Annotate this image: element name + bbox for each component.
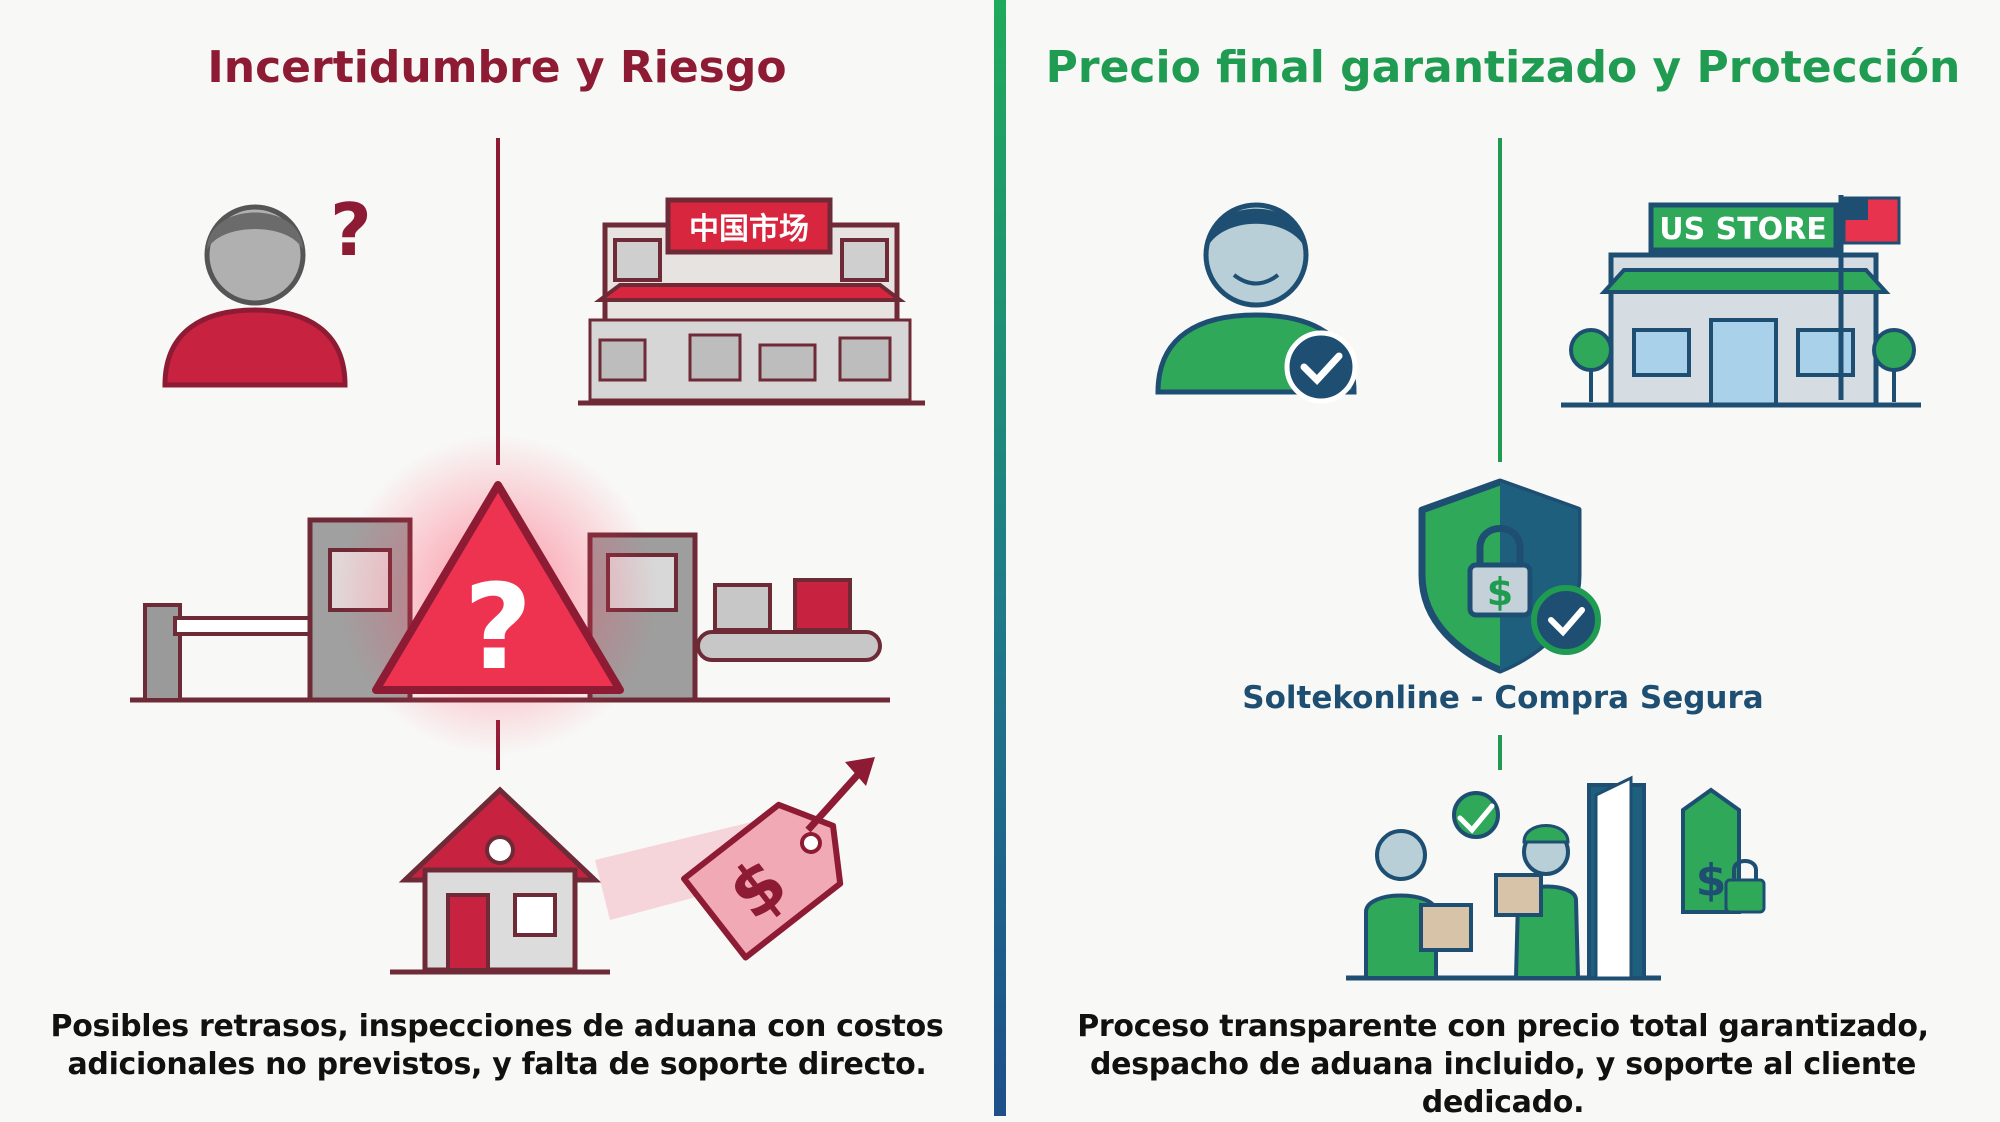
risk-panel: Incertidumbre y Riesgo ? 中国市场 <box>0 0 994 1116</box>
us-store-icon: US STORE <box>1561 195 1921 408</box>
svg-text:$: $ <box>1696 855 1727 906</box>
china-market-store-icon: 中国市场 <box>578 197 925 406</box>
protection-panel: Precio final garantizado y Protección US… <box>1006 0 2000 1120</box>
protection-title: Precio final garantizado y Protección <box>1045 42 1961 93</box>
protection-illustration: US STORE $ <box>1155 138 1921 981</box>
us-store-sign: US STORE <box>1659 212 1827 247</box>
svg-text:?: ? <box>464 558 532 696</box>
risk-caption: Posibles retrasos, inspecciones de aduan… <box>0 1008 994 1084</box>
protection-caption: Proceso transparente con precio total ga… <box>1006 1008 2000 1122</box>
risk-caption-line: adicionales no previstos, y falta de sop… <box>67 1047 927 1082</box>
warning-icon: ? <box>338 435 658 755</box>
confused-user-icon: ? <box>162 188 372 388</box>
secure-shield-icon: $ <box>1418 478 1601 674</box>
happy-user-icon <box>1155 202 1358 404</box>
secure-purchase-label: Soltekonline - Compra Segura <box>1242 680 1764 716</box>
risk-title: Incertidumbre y Riesgo <box>207 42 787 93</box>
svg-text:?: ? <box>330 188 372 272</box>
delivery-icon: $ <box>1346 775 1766 981</box>
risk-caption-line: Posibles retrasos, inspecciones de aduan… <box>50 1009 944 1044</box>
svg-text:$: $ <box>1487 570 1513 614</box>
risk-illustration: ? 中国市场 <box>130 138 925 975</box>
protection-caption-line: despacho de aduana incluido, y soporte a… <box>1090 1047 1916 1120</box>
home-icon <box>390 786 610 975</box>
china-store-sign: 中国市场 <box>689 212 809 247</box>
price-increase-tag-icon: $ <box>595 757 875 961</box>
protection-caption-line: Proceso transparente con precio total ga… <box>1077 1009 1929 1044</box>
panel-divider <box>994 0 1006 1116</box>
